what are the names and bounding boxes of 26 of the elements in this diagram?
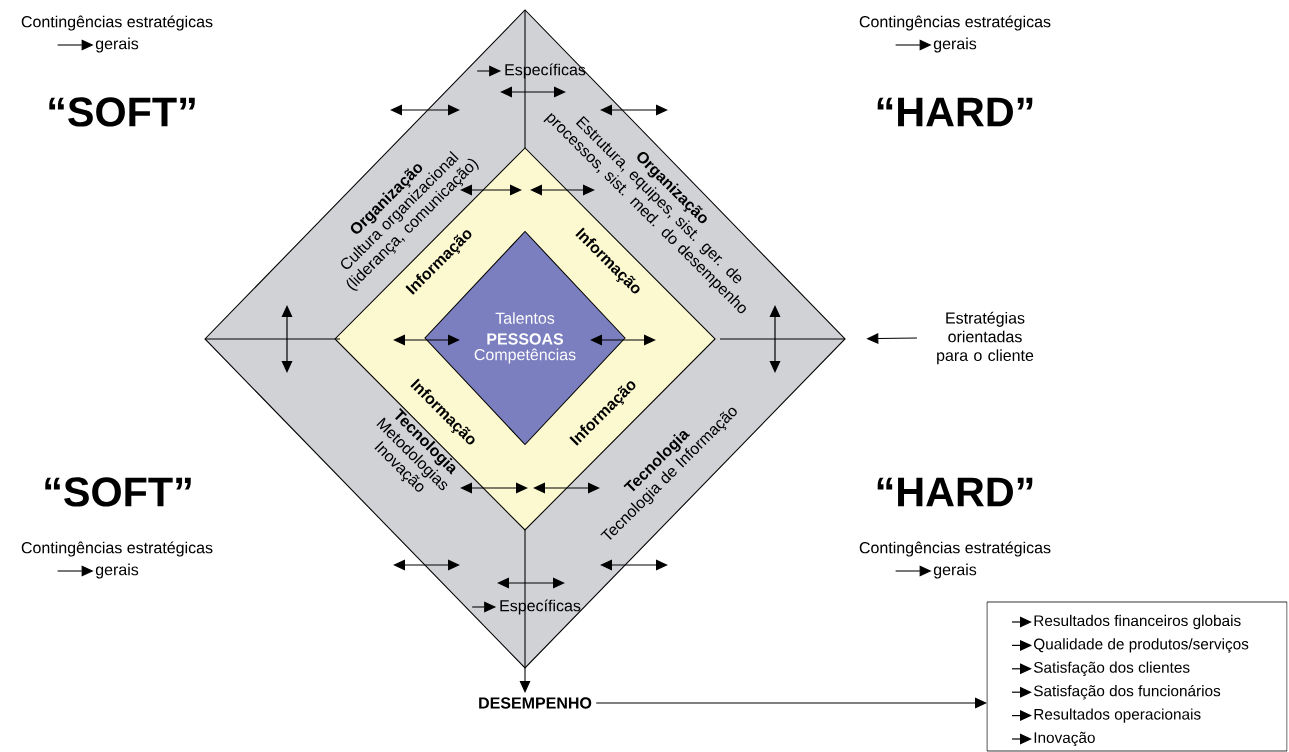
outcome-heading: DESEMPENHO [479, 697, 592, 709]
category-heading: “SOFT” [45, 477, 191, 507]
list-item: Inovação [1034, 731, 1095, 747]
strategy-note: gerais [95, 37, 139, 53]
strategy-note: Contingências estratégicas [21, 15, 213, 31]
category-heading: “SOFT” [49, 97, 195, 127]
strategy-note: Contingências estratégicas [21, 541, 213, 557]
strategy-note: gerais [95, 563, 139, 579]
category-heading: “HARD” [877, 97, 1033, 127]
strategy-note: gerais [933, 37, 977, 53]
list-item: Qualidade de produtos/serviços [1034, 638, 1249, 653]
strategy-note: gerais [933, 563, 977, 579]
list-item: Satisfação dos clientes [1033, 661, 1190, 676]
list-item: Satisfação dos funcionários [1033, 684, 1221, 700]
arrow [595, 697, 987, 709]
core-label: Talentos [495, 312, 555, 324]
list-item: Resultados operacionais [1034, 708, 1201, 723]
band-note: Específicas [500, 599, 581, 615]
core-label: Competências [474, 348, 576, 364]
list-item: Resultados financeiros globais [1034, 614, 1241, 630]
strategy-note: Contingências estratégicas [859, 541, 1051, 557]
strategy-note: Contingências estratégicas [859, 15, 1051, 31]
strategy-note: Estratégias orientadas para o cliente [937, 311, 1034, 365]
category-heading: “HARD” [877, 477, 1033, 507]
band-note: Específicas [505, 63, 586, 79]
core-label: PESSOAS [487, 333, 564, 345]
